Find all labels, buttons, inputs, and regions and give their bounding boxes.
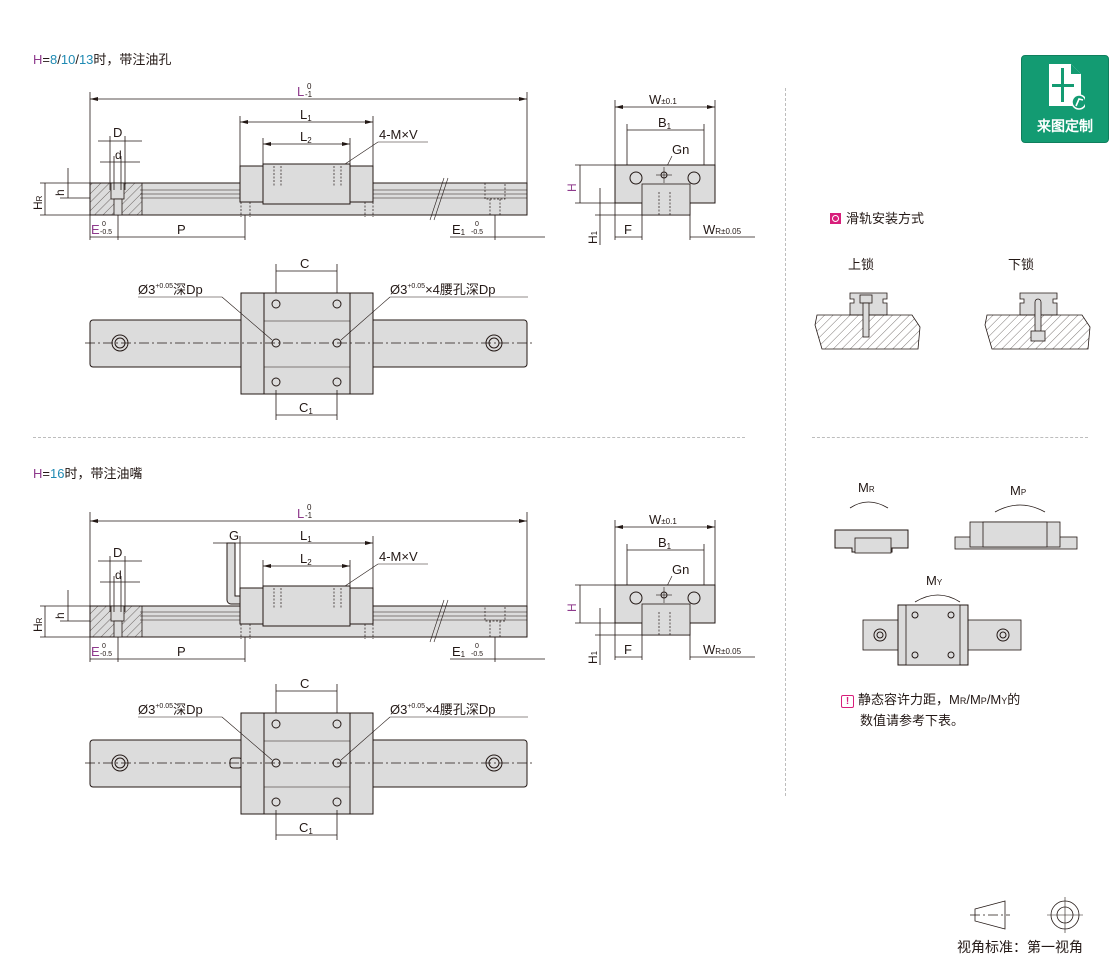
dim-P: P bbox=[177, 222, 186, 237]
dim-WR: WR±0.05 bbox=[703, 642, 742, 657]
dim-D: D bbox=[113, 545, 122, 560]
dim-L2: L2 bbox=[300, 129, 312, 145]
first-angle-projection-icon bbox=[970, 897, 1083, 933]
dim-P: P bbox=[177, 644, 186, 659]
moment-diagrams: MR MP MY bbox=[834, 480, 1078, 666]
projection-label: 视角标准：第一视角 bbox=[957, 939, 1083, 955]
label-4MxV: 4-M×V bbox=[379, 127, 418, 142]
svg-text:-1: -1 bbox=[305, 90, 313, 99]
dim-H: H bbox=[565, 603, 579, 612]
divider bbox=[33, 437, 745, 438]
dim-E: E bbox=[91, 644, 100, 659]
svg-text:0: 0 bbox=[475, 221, 479, 228]
dim-H1: H1 bbox=[586, 230, 600, 244]
dim-C1: C1 bbox=[299, 820, 313, 836]
dim-E1: E1 bbox=[452, 222, 466, 237]
dim-L2: L2 bbox=[300, 551, 312, 567]
top-view-2: C Ø3+0.05深Dp Ø3+0.05×4腰孔深Dp C1 bbox=[85, 676, 532, 840]
mounting-diagrams bbox=[814, 292, 1091, 350]
dim-d: d bbox=[115, 148, 122, 162]
dim-B1: B1 bbox=[658, 115, 672, 131]
dim-E: E bbox=[91, 222, 100, 237]
svg-text:-1: -1 bbox=[305, 511, 313, 520]
svg-text:-0.5: -0.5 bbox=[100, 651, 112, 658]
custom-badge-label: 来图定制 bbox=[1037, 118, 1093, 134]
dim-h: h bbox=[53, 612, 67, 619]
dim-L1: L1 bbox=[300, 528, 312, 544]
bottom-lock-diagram bbox=[984, 292, 1091, 350]
label-Gn: Gn bbox=[672, 562, 689, 577]
dim-G: G bbox=[229, 528, 239, 543]
svg-text:0: 0 bbox=[102, 643, 106, 650]
dim-d: d bbox=[115, 568, 122, 582]
bottom-lock-label: 下锁 bbox=[1008, 257, 1035, 272]
end-view-2: W±0.1 B1 Gn H H1 F WR±0.05 bbox=[565, 512, 755, 665]
top-lock-diagram bbox=[814, 292, 921, 350]
dim-HR: HR bbox=[31, 195, 45, 210]
dim-L1: L1 bbox=[300, 107, 312, 123]
svg-text:0: 0 bbox=[475, 643, 479, 650]
end-view-1: W±0.1 B1 Gn H H1 F WR±0.05 bbox=[565, 92, 755, 245]
dim-B1: B1 bbox=[658, 535, 672, 551]
dim-D: D bbox=[113, 125, 122, 140]
dim-W: W±0.1 bbox=[649, 92, 677, 107]
svg-text:-0.5: -0.5 bbox=[471, 651, 483, 658]
side-view-2: L 0 -1 G L1 L2 4-M×V D d HR h E 0 -0.5 P… bbox=[31, 503, 545, 662]
top-lock-label: 上锁 bbox=[848, 257, 875, 272]
dim-C: C bbox=[300, 256, 309, 271]
label-4MxV: 4-M×V bbox=[379, 549, 418, 564]
top-view-1: C Ø3+0.05深Dp Ø3+0.05×4腰孔深Dp C1 bbox=[85, 256, 532, 420]
dim-L: L bbox=[297, 506, 304, 521]
divider bbox=[785, 88, 786, 796]
svg-text:0: 0 bbox=[102, 221, 106, 228]
custom-drawing-button[interactable]: 来图定制 bbox=[1021, 55, 1109, 143]
divider bbox=[812, 437, 1088, 438]
label-Gn: Gn bbox=[672, 142, 689, 157]
dim-H: H bbox=[565, 183, 579, 192]
svg-text:-0.5: -0.5 bbox=[471, 229, 483, 236]
label-hole-left: Ø3+0.05深Dp bbox=[138, 282, 203, 297]
moment-note: !静态容许力距，MR/MP/MY的 数值请参考下表。 bbox=[841, 690, 1020, 731]
dim-HR: HR bbox=[31, 617, 45, 632]
dim-F: F bbox=[624, 642, 632, 657]
label-MP: MP bbox=[1010, 483, 1026, 498]
dim-F: F bbox=[624, 222, 632, 237]
dim-C1: C1 bbox=[299, 400, 313, 416]
label-hole-left: Ø3+0.05深Dp bbox=[138, 702, 203, 717]
drawing-customize-icon bbox=[1049, 64, 1085, 110]
label-hole-right: Ø3+0.05×4腰孔深Dp bbox=[390, 282, 496, 297]
section-2-title: H=16时，带注油嘴 bbox=[33, 466, 143, 481]
dim-WR: WR±0.05 bbox=[703, 222, 742, 237]
dim-E1: E1 bbox=[452, 644, 466, 659]
dim-L: L bbox=[297, 84, 304, 99]
dim-H1: H1 bbox=[586, 650, 600, 664]
dim-W: W±0.1 bbox=[649, 512, 677, 527]
dim-C: C bbox=[300, 676, 309, 691]
svg-text:-0.5: -0.5 bbox=[100, 229, 112, 236]
label-MY: MY bbox=[926, 573, 943, 588]
section-1-title: H=8/10/13时，带注油孔 bbox=[33, 52, 172, 67]
dim-h: h bbox=[53, 189, 67, 196]
mounting-heading: 滑轨安装方式 bbox=[830, 208, 924, 227]
label-hole-right: Ø3+0.05×4腰孔深Dp bbox=[390, 702, 496, 717]
warning-icon: ! bbox=[841, 695, 854, 708]
svg-text:0: 0 bbox=[307, 82, 312, 91]
svg-text:0: 0 bbox=[307, 503, 312, 512]
section-marker-icon bbox=[830, 213, 841, 224]
side-view-1: L 0 -1 L1 L2 4-M×V D d HR h E 0 -0.5 P E… bbox=[31, 82, 545, 240]
label-MR: MR bbox=[858, 480, 875, 495]
